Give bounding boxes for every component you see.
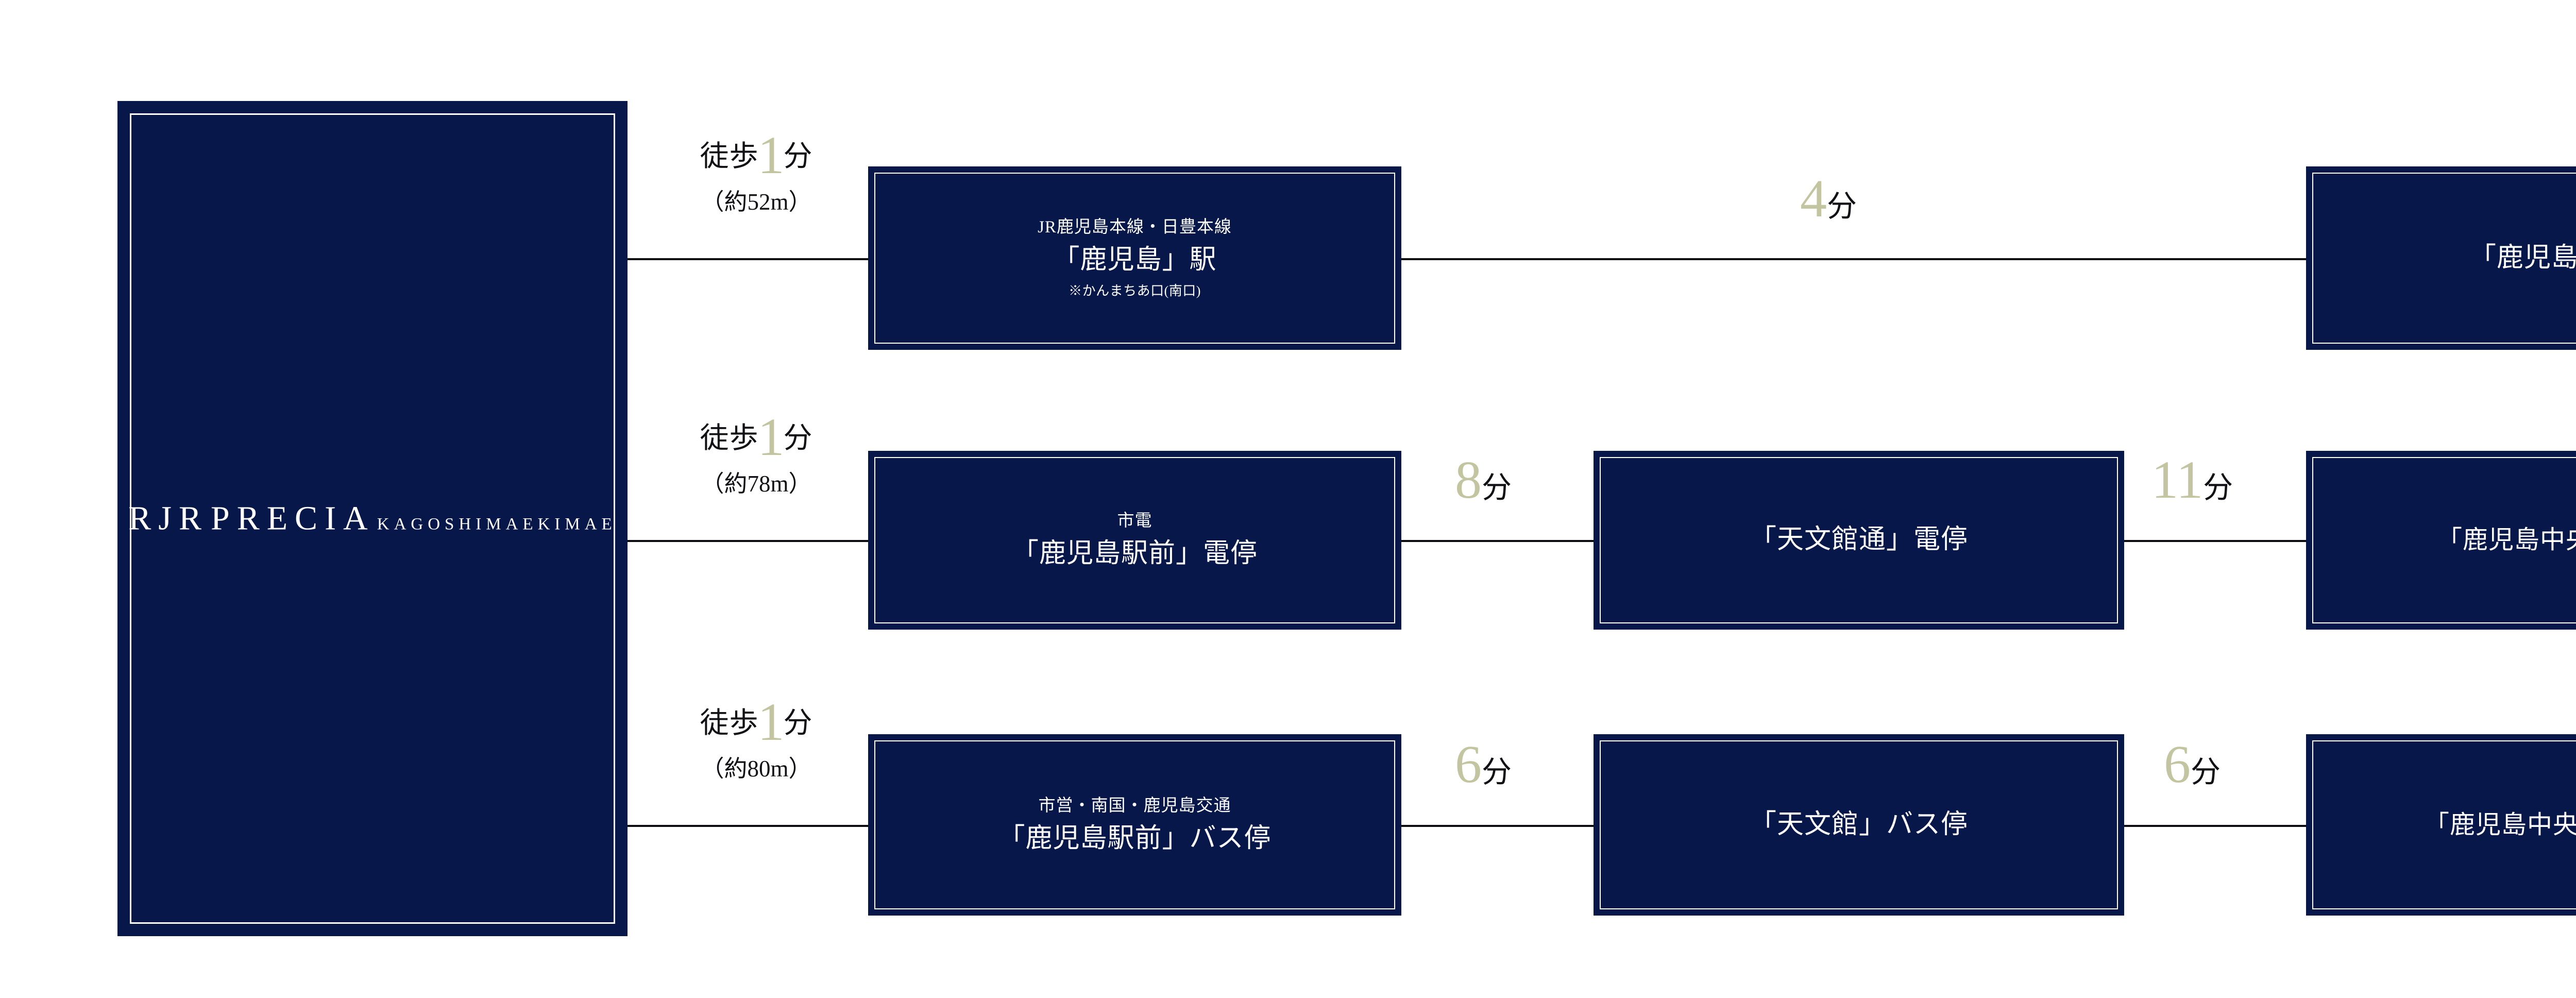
station-text-stack: 市電 「鹿児島駅前」電停 [868,510,1401,570]
ride-label-row2-leg1: 8分 [1455,453,1512,507]
ride-minutes-row3-leg2: 6 [2164,735,2191,794]
connector-row2-walk [628,540,870,542]
ride-label-row1-leg1: 4分 [1800,172,1857,226]
walk-label-row2: 徒歩1分 （約78m） [646,411,867,496]
ride-label-row3-leg2: 6分 [2164,738,2221,791]
ride-unit-row3-leg1: 分 [1482,755,1512,789]
station-box-kagoshima-station[interactable]: JR鹿児島本線・日豊本線 「鹿児島」駅 ※かんまちあ口(南口) [868,166,1401,350]
station-name-label: 「鹿児島」駅 [1053,245,1217,275]
walk-distance-row1: （約52m） [701,189,812,215]
walk-prefix-row3: 徒歩 [700,707,759,739]
walk-minutes-row1: 1 [757,126,785,185]
station-box-kagoshima-chuo-ekimae-bus[interactable]: 「鹿児島中央駅前」バス停 [2306,734,2576,916]
station-box-tenmonkan-bus[interactable]: 「天文館」バス停 [1594,734,2124,916]
station-box-kagoshima-chuo-station[interactable]: 「鹿児島中央」駅 [2306,166,2576,350]
connector-row2-leg2 [2124,540,2306,542]
ride-unit-row3-leg2: 分 [2191,755,2221,789]
station-name-label: 「鹿児島中央駅前」電停 [2436,526,2576,554]
station-text-stack: 市営・南国・鹿児島交通 「鹿児島駅前」バス停 [868,795,1401,855]
brand-line-rjr: RJR [128,499,209,537]
station-operator-line: JR鹿児島本線・日豊本線 [1038,217,1232,236]
ride-unit-row1-leg1: 分 [1827,190,1857,223]
station-text-stack: 「天文館」バス停 [1594,809,2124,841]
connector-row3-leg2 [2124,825,2306,827]
walk-unit-row3: 分 [783,707,813,739]
ride-minutes-row2-leg2: 11 [2151,450,2204,510]
station-box-kagoshima-ekimae-tram[interactable]: 市電 「鹿児島駅前」電停 [868,451,1401,630]
station-name-label: 「鹿児島駅前」電停 [1011,539,1258,569]
walk-time-row2: 徒歩1分 [646,411,867,464]
walk-minutes-row3: 1 [757,692,785,752]
station-operator-line: 市電 [1117,512,1153,531]
ride-unit-row2-leg2: 分 [2203,471,2233,504]
station-text-stack: 「鹿児島中央駅前」バス停 [2306,810,2576,840]
station-text-stack: 「鹿児島中央」駅 [2306,242,2576,274]
brand-line-precia: PRECIA [211,499,375,537]
ride-unit-row2-leg1: 分 [1482,471,1512,504]
station-text-stack: 「鹿児島中央駅前」電停 [2306,525,2576,555]
station-note-label: ※かんまちあ口(南口) [1069,283,1201,299]
walk-time-row1: 徒歩1分 [646,129,867,182]
walk-label-row1: 徒歩1分 （約52m） [646,129,867,214]
station-text-stack: 「天文館通」電停 [1594,524,2124,556]
walk-minutes-row2: 1 [757,408,785,467]
station-text-stack: JR鹿児島本線・日豊本線 「鹿児島」駅 ※かんまちあ口(南口) [868,216,1401,300]
connector-row1-leg1 [1401,258,2306,260]
station-operator-line: 市営・南国・鹿児島交通 [1038,796,1231,815]
station-name-label: 「鹿児島駅前」バス停 [998,823,1272,853]
walk-distance-row3: （約80m） [701,756,812,782]
station-name-label: 「鹿児島中央駅前」バス停 [2424,810,2576,839]
walk-time-row3: 徒歩1分 [646,696,867,749]
property-brand-logo: RJR PRECIA KAGOSHIMAEKIMAE [117,497,628,540]
walk-label-row3: 徒歩1分 （約80m） [646,696,867,781]
ride-minutes-row3-leg1: 6 [1455,735,1482,794]
connector-row3-walk [628,825,870,827]
property-panel: RJR PRECIA KAGOSHIMAEKIMAE [117,101,628,936]
station-name-label: 「天文館」バス停 [1749,809,1968,839]
station-box-kagoshima-chuo-ekimae-tram[interactable]: 「鹿児島中央駅前」電停 [2306,451,2576,630]
station-name-label: 「鹿児島中央」駅 [2469,243,2576,273]
walk-prefix-row2: 徒歩 [700,422,759,454]
station-box-tenmonkan-dori-tram[interactable]: 「天文館通」電停 [1594,451,2124,630]
walk-distance-row2: （約78m） [701,471,812,497]
ride-minutes-row1-leg1: 4 [1800,169,1827,228]
ride-label-row3-leg1: 6分 [1455,738,1512,791]
connector-row1-walk [628,258,870,260]
connector-row2-leg1 [1401,540,1594,542]
connector-row3-leg1 [1401,825,1594,827]
ride-label-row2-leg2: 11分 [2151,453,2233,507]
station-name-label: 「天文館通」電停 [1749,525,1968,555]
station-box-kagoshima-ekimae-bus[interactable]: 市営・南国・鹿児島交通 「鹿児島駅前」バス停 [868,734,1401,916]
ride-minutes-row2-leg1: 8 [1455,450,1482,510]
brand-line-kagoshimaekimae: KAGOSHIMAEKIMAE [377,515,617,534]
walk-unit-row2: 分 [783,422,813,454]
walk-unit-row1: 分 [783,141,813,173]
walk-prefix-row1: 徒歩 [700,141,759,173]
